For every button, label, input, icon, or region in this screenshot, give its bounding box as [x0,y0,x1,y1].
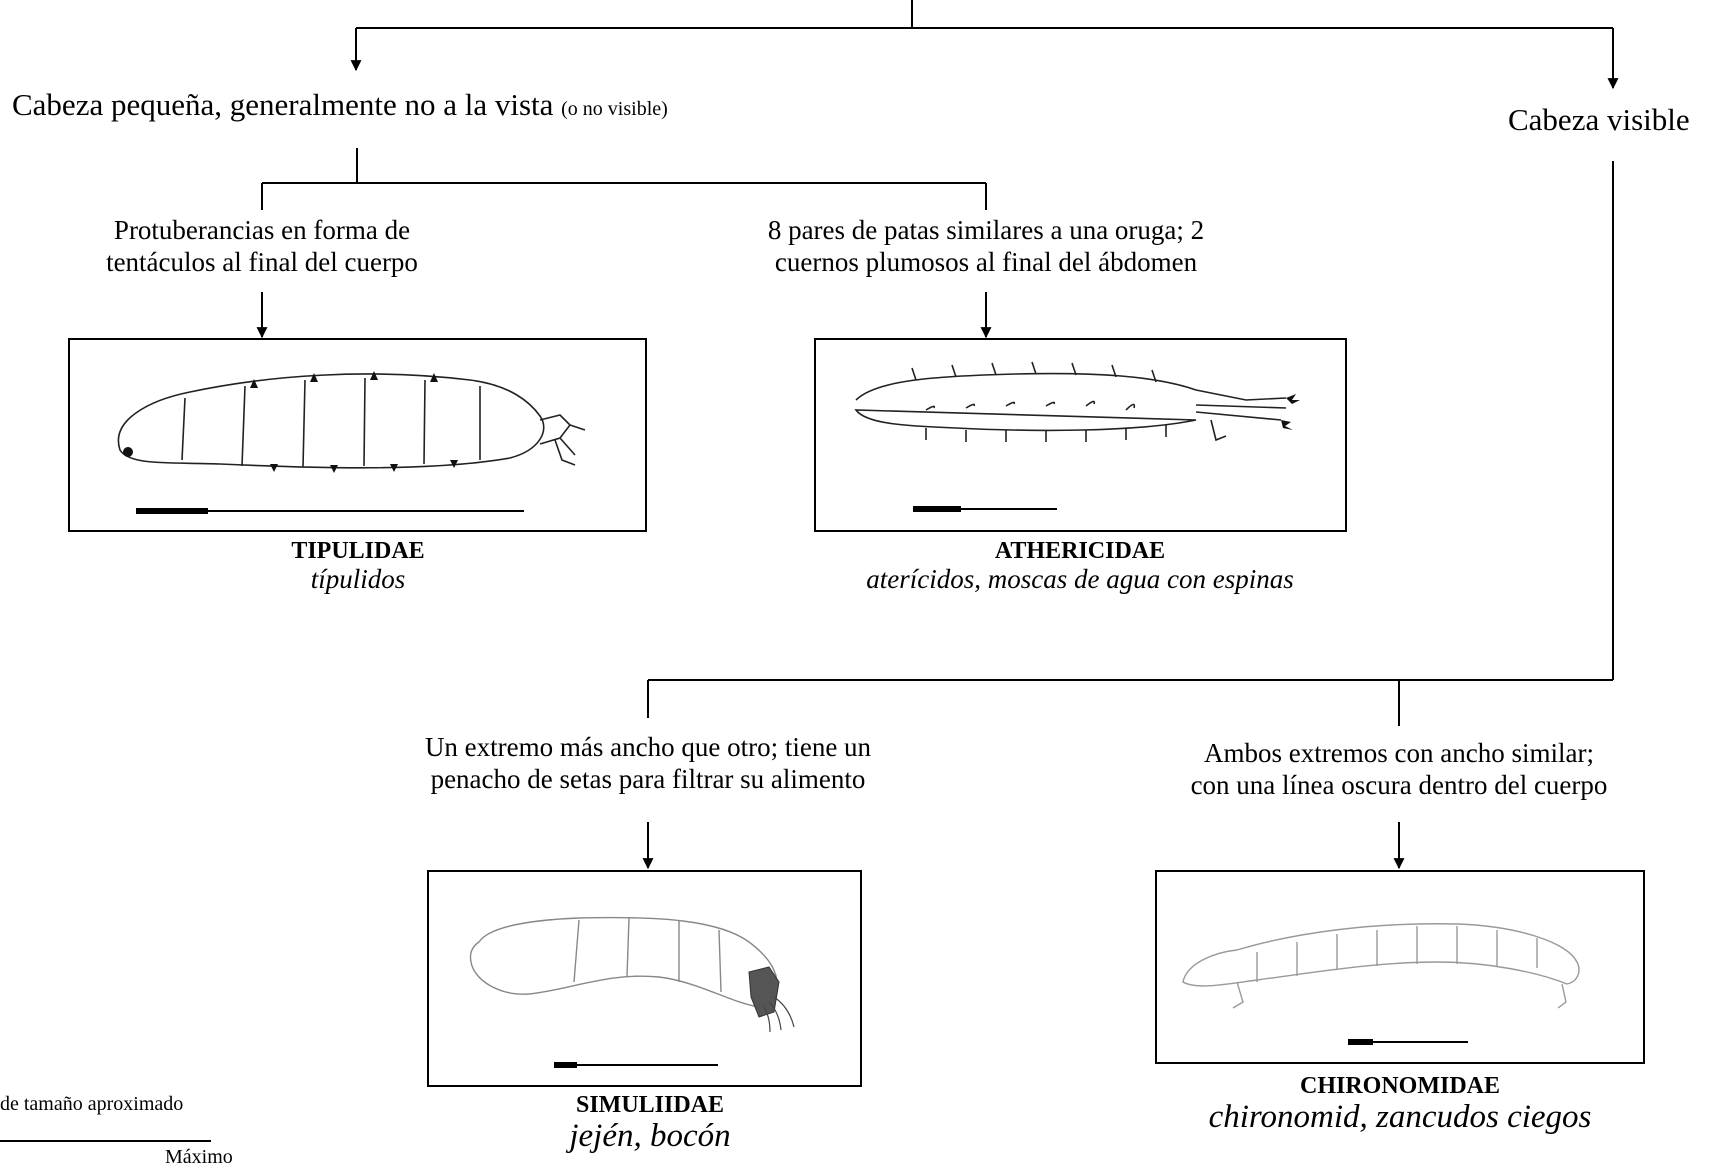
family-name: CHIRONOMIDAE [1299,1073,1500,1099]
simuliidae-caption: SIMULIIDAE jején, bocón [520,1092,780,1156]
family-name: SIMULIIDAE [575,1092,725,1118]
simuliidae-larva-drawing [469,916,795,1068]
node-one-end: Un extremo más ancho que otro; tiene un … [388,731,908,796]
family-common-name: chironomid, zancudos ciegos [1208,1099,1592,1136]
node-both-ends-line2: con una línea oscura dentro del cuerpo [1190,770,1608,801]
family-common-name: aterícidos, moscas de agua con espinas [866,564,1294,595]
family-name: TIPULIDAE [291,538,425,564]
family-common-name: jején, bocón [569,1118,731,1155]
node-both-ends: Ambos extremos con ancho similar; con un… [1119,737,1679,802]
legend-max-label: Máximo [165,1146,233,1168]
node-both-ends-line1: Ambos extremos con ancho similar; [1204,738,1594,768]
tipulidae-illustration-box [68,338,647,532]
legend-title: de tamaño aproximado [0,1093,184,1115]
chironomidae-caption: CHIRONOMIDAE chironomid, zancudos ciegos [1140,1073,1660,1137]
tipulidae-caption: TIPULIDAE típulidos [223,538,493,595]
node-one-end-line2: penacho de setas para filtrar su aliment… [430,764,866,795]
node-head-small: Cabeza pequeña, generalmente no a la vis… [12,86,668,123]
node-tentacles-line1: Protuberancias en forma de [113,215,411,245]
node-eight-pairs: 8 pares de patas similares a una oruga; … [736,214,1236,279]
chironomidae-larva-drawing [1182,923,1580,1045]
node-head-visible: Cabeza visible [1508,102,1690,137]
simuliidae-illustration-box [427,870,862,1087]
node-eight-pairs-line2: cuernos plumosos al final del ábdomen [774,247,1198,278]
chironomidae-illustration-box [1155,870,1645,1064]
athericidae-caption: ATHERICIDAE aterícidos, moscas de agua c… [780,538,1380,595]
node-eight-pairs-line1: 8 pares de patas similares a una oruga; … [767,215,1205,245]
family-name: ATHERICIDAE [994,538,1166,564]
tipulidae-larva-drawing [117,371,586,514]
node-head-small-text: Cabeza pequeña, generalmente no a la vis… [12,87,554,122]
node-tentacles: Protuberancias en forma de tentáculos al… [62,214,462,279]
node-head-small-note: (o no visible) [561,98,668,120]
node-tentacles-line2: tentáculos al final del cuerpo [106,247,418,278]
node-one-end-line1: Un extremo más ancho que otro; tiene un [424,732,872,762]
athericidae-illustration-box [814,338,1347,532]
athericidae-larva-drawing [854,361,1300,512]
family-common-name: típulidos [310,564,406,595]
